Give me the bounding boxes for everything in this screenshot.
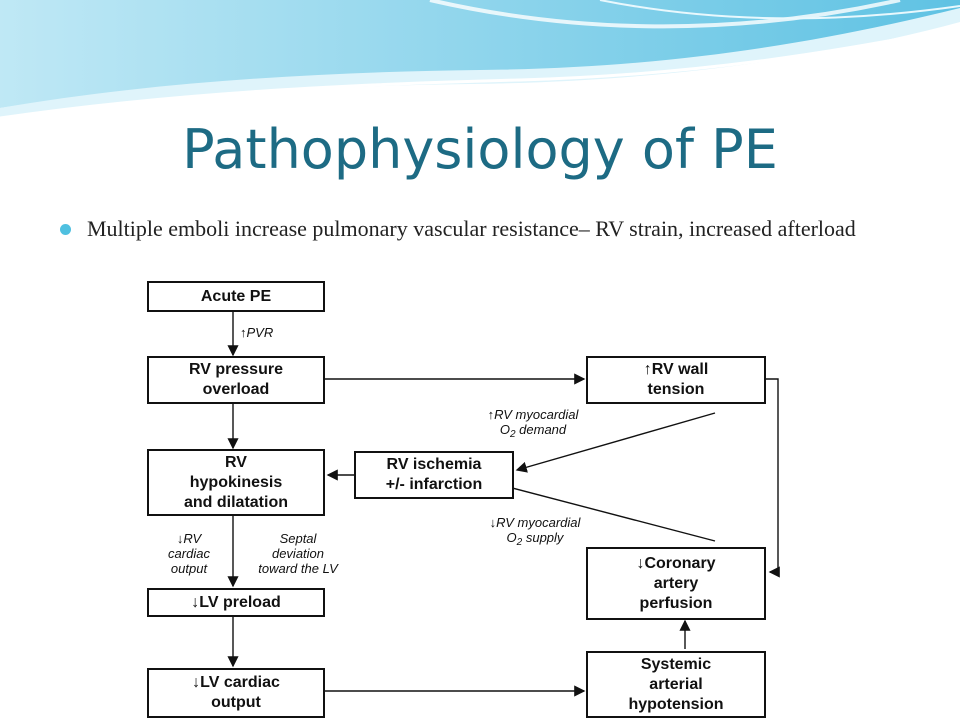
label-rv-cardiac-output: ↓RV cardiac output	[168, 531, 210, 576]
bullet-text: Multiple emboli increase pulmonary vascu…	[87, 216, 856, 241]
box-coronary-perfusion: ↓Coronary artery perfusion	[586, 547, 766, 620]
box-systemic-hypotension: Systemic arterial hypotension	[586, 651, 766, 718]
label-septal-deviation: Septal deviation toward the LV	[258, 531, 338, 576]
box-lv-preload: ↓LV preload	[147, 588, 325, 617]
box-lv-cardiac-output: ↓LV cardiac output	[147, 668, 325, 718]
box-rv-hypokinesis: RV hypokinesis and dilatation	[147, 449, 325, 516]
label-pvr: ↑PVR	[240, 325, 274, 340]
diagram-arrows	[227, 311, 780, 697]
slide-title: Pathophysiology of PE	[182, 118, 778, 181]
box-acute-pe: Acute PE	[147, 281, 325, 312]
flow-diagram: Acute PE RV pressure overload ↑RV wall t…	[140, 279, 790, 720]
box-rv-wall-tension: ↑RV wall tension	[586, 356, 766, 404]
box-rv-ischemia: RV ischemia +/- infarction	[354, 451, 514, 499]
bullet-icon	[60, 224, 71, 235]
header-wave-decoration	[0, 0, 960, 120]
box-rv-pressure-overload: RV pressure overload	[147, 356, 325, 404]
